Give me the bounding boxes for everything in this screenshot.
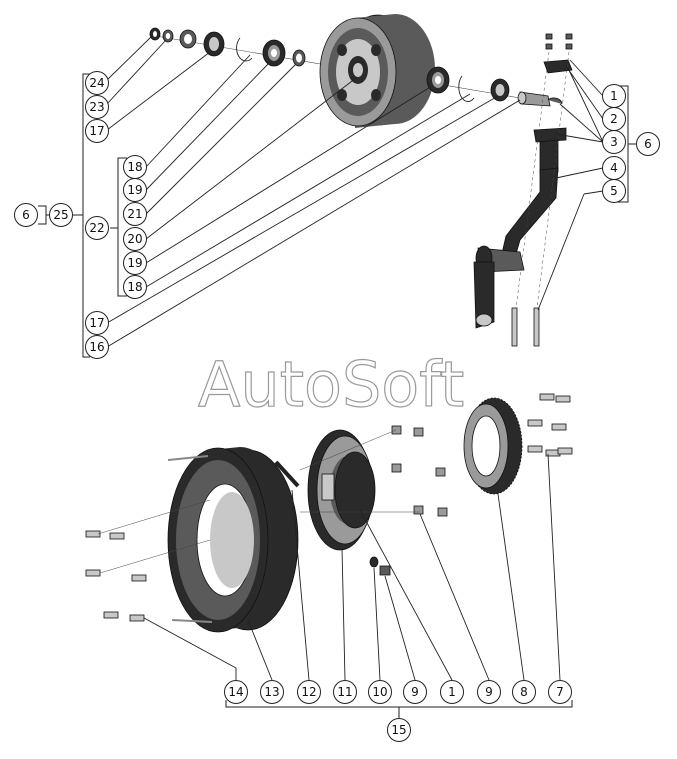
callout-12: 12 [297, 680, 321, 704]
svg-text:11: 11 [337, 685, 352, 699]
callout-21: 21 [123, 202, 147, 226]
svg-text:19: 19 [127, 183, 142, 197]
svg-text:10: 10 [372, 685, 387, 699]
svg-text:18: 18 [127, 280, 142, 294]
watermark-text: AutoSoft [198, 348, 464, 421]
callout-6-right: 6 [636, 132, 660, 156]
callout-15: 15 [387, 718, 411, 742]
svg-text:21: 21 [127, 207, 142, 221]
callout-1-bottom: 1 [440, 680, 464, 704]
svg-text:7: 7 [556, 685, 564, 699]
callout-3: 3 [602, 130, 626, 154]
washer-part-23 [162, 29, 174, 43]
callout-10: 10 [368, 680, 392, 704]
callout-18-upper: 18 [123, 155, 147, 179]
svg-text:22: 22 [89, 221, 104, 235]
callout-11: 11 [333, 680, 357, 704]
svg-text:17: 17 [89, 316, 104, 330]
svg-text:6: 6 [22, 208, 30, 222]
svg-text:9: 9 [485, 685, 493, 699]
svg-text:12: 12 [301, 685, 316, 699]
callout-7: 7 [548, 680, 572, 704]
svg-text:4: 4 [610, 161, 618, 175]
pulley-part-13 [167, 447, 299, 633]
callout-5: 5 [602, 179, 626, 203]
callout-1-right: 1 [602, 84, 626, 108]
svg-text:1: 1 [610, 89, 618, 103]
svg-text:6: 6 [644, 137, 652, 151]
bearing-part-21 [262, 39, 286, 67]
callout-24: 24 [85, 71, 109, 95]
callout-2: 2 [602, 107, 626, 131]
callout-17-upper: 17 [85, 119, 109, 143]
svg-text:17: 17 [89, 124, 104, 138]
callout-18-lower: 18 [123, 275, 147, 299]
svg-text:9: 9 [411, 685, 419, 699]
retaining-ring-part [236, 37, 253, 62]
axle-part-16 [517, 91, 551, 107]
svg-text:13: 13 [264, 685, 279, 699]
svg-text:16: 16 [89, 340, 104, 354]
nut-part [179, 29, 197, 49]
callout-22: 22 [85, 216, 109, 240]
callout-19-lower: 19 [123, 251, 147, 275]
seal-part-18-lower [490, 78, 510, 102]
callout-4: 4 [602, 156, 626, 180]
callout-9-right: 9 [477, 680, 501, 704]
washer-part-24 [149, 27, 161, 41]
upper-assembly [149, 14, 551, 128]
svg-text:5: 5 [610, 184, 618, 198]
callout-8: 8 [512, 680, 536, 704]
svg-text:23: 23 [89, 100, 104, 114]
tensioner-arm-assembly [473, 33, 573, 347]
callout-6-left: 6 [14, 203, 38, 227]
ring-part-19-upper [292, 49, 306, 67]
svg-text:14: 14 [228, 685, 243, 699]
callout-9-left: 9 [403, 680, 427, 704]
svg-text:2: 2 [610, 112, 618, 126]
svg-text:1: 1 [448, 685, 456, 699]
callouts: 1 2 3 4 5 6 24 23 17 18 19 21 20 19 18 2… [14, 71, 660, 742]
pin-part-12 [274, 460, 300, 488]
callout-23: 23 [85, 95, 109, 119]
svg-text:8: 8 [520, 685, 528, 699]
svg-text:20: 20 [127, 232, 142, 246]
callout-16: 16 [85, 335, 109, 359]
callout-17-lower: 17 [85, 311, 109, 335]
svg-text:19: 19 [127, 256, 142, 270]
lower-assembly [85, 393, 573, 633]
hub-wheel-part [319, 14, 435, 128]
leader-lines [106, 35, 604, 681]
brackets [38, 73, 636, 718]
svg-text:24: 24 [89, 76, 104, 90]
callout-14: 14 [224, 680, 248, 704]
callout-19-upper: 19 [123, 178, 147, 202]
svg-text:18: 18 [127, 160, 142, 174]
callout-25: 25 [49, 203, 73, 227]
hub-flange-part-11 [307, 429, 376, 551]
gear-ring-part-8 [463, 397, 523, 495]
fasteners [85, 393, 573, 622]
callout-20: 20 [123, 227, 147, 251]
svg-text:3: 3 [610, 135, 618, 149]
callout-13: 13 [260, 680, 284, 704]
ring-part-19-lower [458, 75, 475, 102]
svg-text:15: 15 [391, 723, 406, 737]
svg-text:25: 25 [53, 208, 68, 222]
bearing-part-20 [426, 66, 450, 94]
seal-part-17-upper [203, 31, 225, 57]
